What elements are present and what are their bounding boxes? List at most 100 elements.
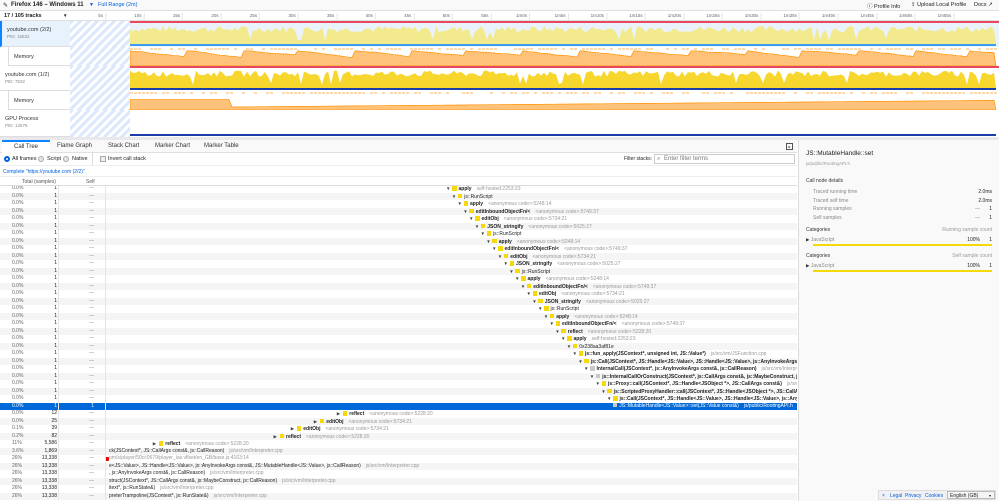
privacy-link[interactable]: Privacy bbox=[905, 493, 922, 499]
expanded-triangle-icon[interactable]: ▼ bbox=[601, 388, 606, 394]
table-row[interactable]: 0.0%1—▼JSON_stringify<anonymous code>:50… bbox=[0, 260, 797, 268]
call-node[interactable]: om/s/player/50cc0679/player_ias.vflset/e… bbox=[109, 455, 254, 463]
track-count-button[interactable]: 17 / 105 tracks bbox=[4, 13, 42, 19]
language-select[interactable]: English (GB) ▾ bbox=[947, 491, 995, 499]
call-node[interactable]: ▼js::RunScript bbox=[452, 193, 498, 201]
table-row[interactable]: 0.0%1—▼0x238aa3af81e bbox=[0, 342, 797, 351]
expanded-triangle-icon[interactable]: ▼ bbox=[607, 396, 612, 401]
expanded-triangle-icon[interactable]: ▼ bbox=[509, 268, 514, 274]
table-row[interactable]: 0.0%1—▼js::fun_apply(JSContext*, unsigne… bbox=[0, 350, 797, 358]
docs-link[interactable]: Docs ↗ bbox=[974, 2, 993, 8]
track-graph-cpu[interactable] bbox=[130, 21, 999, 47]
expanded-triangle-icon[interactable]: ▼ bbox=[555, 328, 560, 334]
track-menu-chevron-icon[interactable]: ▼ bbox=[63, 13, 68, 18]
call-node[interactable]: ▼JSON_stringify<anonymous code>:5025:27 bbox=[532, 298, 649, 306]
call-node[interactable]: ▼InternalCall(JSContext*, js::AnyInvokeA… bbox=[584, 365, 797, 373]
expanded-triangle-icon[interactable]: ▼ bbox=[566, 343, 572, 349]
call-node[interactable]: ▶reflect<anonymous code>:5228:20 bbox=[337, 410, 433, 418]
track-label-memory[interactable]: Memory bbox=[8, 91, 70, 110]
table-row[interactable]: 0.2%82—▶reflect<anonymous code>:5228:20 bbox=[0, 432, 797, 440]
expanded-triangle-icon[interactable]: ▼ bbox=[549, 321, 554, 326]
table-row[interactable]: 0.0%1—▼editObj<anonymous code>:5734:21 bbox=[0, 215, 797, 223]
call-node[interactable]: ▼editInboundObjectFn/<<anonymous code>:5… bbox=[550, 320, 685, 328]
table-row[interactable]: 0.0%12—▶reflect<anonymous code>:5228:20 bbox=[0, 410, 797, 418]
call-node[interactable]: ▼JSON_stringify<anonymous code>:5025:27 bbox=[475, 223, 592, 231]
expanded-triangle-icon[interactable]: ▼ bbox=[451, 193, 457, 199]
table-row[interactable]: 0.0%1—▼js::RunScript bbox=[0, 192, 797, 201]
expanded-triangle-icon[interactable]: ▼ bbox=[520, 283, 526, 289]
expanded-triangle-icon[interactable]: ▼ bbox=[486, 238, 491, 244]
table-row[interactable]: 0.0%1—▼js::RunScript bbox=[0, 305, 797, 313]
table-row[interactable]: 0.0%1—▼reflect<anonymous code>:5228:20 bbox=[0, 327, 797, 336]
table-row[interactable]: 0.0%1—▼apply<anonymous code>:5248:14 bbox=[0, 237, 797, 245]
track-graph-gpu[interactable] bbox=[130, 110, 999, 137]
table-row[interactable]: 0.0%1—▼editInboundObjectFn/<<anonymous c… bbox=[0, 320, 797, 328]
table-row[interactable]: 11%5,586—▶reflect<anonymous code>:5228:2… bbox=[0, 440, 797, 448]
expanded-triangle-icon[interactable]: ▼ bbox=[515, 276, 520, 281]
call-node[interactable]: ▼js::Call(JSContext*, JS::Handle<JS::Val… bbox=[578, 358, 797, 366]
table-row[interactable]: 0.0%1—▼js::Call(JSContext*, JS::Handle<J… bbox=[0, 357, 797, 366]
expanded-triangle-icon[interactable]: ▼ bbox=[538, 306, 543, 311]
collapsed-triangle-icon[interactable]: ▶ bbox=[152, 441, 157, 446]
call-node[interactable]: ▼editInboundObjectFn/<<anonymous code>:5… bbox=[463, 208, 599, 216]
table-row[interactable]: 0.0%1—▼editObj<anonymous code>:5734:21 bbox=[0, 290, 797, 298]
track-graph-memory[interactable] bbox=[130, 91, 999, 110]
call-node[interactable]: ▼js::RunScript bbox=[538, 305, 584, 313]
call-node[interactable]: ▼js::RunScript bbox=[481, 230, 527, 238]
call-node[interactable]: ▼0x238aa3af81e bbox=[567, 343, 619, 351]
table-row[interactable]: 0.0%1—▼apply<anonymous code>:5248:14 bbox=[0, 275, 797, 283]
script-radio[interactable] bbox=[38, 156, 44, 162]
call-node[interactable]: , js::AnyInvokeArgs const&, js::CallReas… bbox=[109, 470, 264, 478]
table-row[interactable]: 26%13,338—e<JS::Value>, JS::Handle<JS::V… bbox=[0, 462, 797, 470]
table-row[interactable]: 0.0%1—▼editObj<anonymous code>:5734:21 bbox=[0, 252, 797, 260]
call-node[interactable]: ▼apply<anonymous code>:5248:14 bbox=[458, 200, 551, 208]
expanded-triangle-icon[interactable]: ▼ bbox=[584, 366, 589, 371]
expanded-triangle-icon[interactable]: ▼ bbox=[578, 358, 583, 364]
collapsed-triangle-icon[interactable]: ▶ bbox=[313, 418, 318, 424]
call-node[interactable]: JS::MutableHandle<JS::Value>::set(JS::Va… bbox=[612, 402, 793, 411]
expanded-triangle-icon[interactable]: ▼ bbox=[526, 291, 531, 296]
tab-marker-chart[interactable]: Marker Chart bbox=[155, 143, 191, 149]
call-node[interactable]: ▶reflect<anonymous code>:5228:20 bbox=[153, 440, 249, 448]
collapsed-triangle-icon[interactable]: ▶ bbox=[806, 263, 810, 268]
track-graph-memory[interactable] bbox=[130, 47, 999, 66]
table-row[interactable]: 0.0%1—▼editInboundObjectFn/<<anonymous c… bbox=[0, 245, 797, 253]
expanded-triangle-icon[interactable]: ▼ bbox=[497, 253, 503, 259]
call-node[interactable]: ▼js::fun_apply(JSContext*, unsigned int,… bbox=[572, 350, 766, 358]
call-node[interactable]: ▼js::InternalCallOrConstruct(JSContext*,… bbox=[590, 373, 797, 381]
table-row[interactable]: 26%13,338—struct(JSContext*, JS::CallArg… bbox=[0, 477, 797, 486]
call-node[interactable]: ▼js::Call(JSContext*, JS::Handle<JS::Val… bbox=[607, 395, 797, 403]
expanded-triangle-icon[interactable]: ▼ bbox=[480, 231, 485, 236]
all-frames-radio[interactable] bbox=[4, 156, 10, 162]
upload-button[interactable]: ⇪ Upload Local Profile bbox=[911, 2, 966, 8]
timeline-splitter[interactable] bbox=[0, 137, 999, 140]
legal-link[interactable]: Legal bbox=[890, 493, 903, 499]
expanded-triangle-icon[interactable]: ▼ bbox=[572, 351, 577, 356]
collapsed-triangle-icon[interactable]: ▶ bbox=[273, 433, 277, 439]
expanded-triangle-icon[interactable]: ▼ bbox=[589, 373, 595, 379]
table-row[interactable]: 26%13,338—om/s/player/50cc0679/player_ia… bbox=[0, 455, 797, 463]
call-node[interactable]: ▼editObj<anonymous code>:5734:21 bbox=[527, 290, 625, 298]
call-node[interactable]: ▼reflect<anonymous code>:5228:20 bbox=[555, 328, 651, 336]
call-node[interactable]: ▼JSON_stringify<anonymous code>:5025:27 bbox=[504, 260, 621, 268]
call-node[interactable]: ▶editObj<anonymous code>:5734:21 bbox=[291, 425, 389, 433]
table-row[interactable]: 3.6%1,869—ck(JSContext*, JS::CallArgs co… bbox=[0, 447, 797, 455]
table-row[interactable]: 0.0%1—▼js::InternalCallOrConstruct(JSCon… bbox=[0, 372, 797, 381]
call-node[interactable]: struct(JSContext*, JS::CallArgs const&, … bbox=[109, 478, 335, 486]
sidebar-toggle-icon[interactable]: ▸ bbox=[786, 143, 793, 150]
call-node[interactable]: ▼editInboundObjectFn/<<anonymous code>:5… bbox=[521, 283, 656, 291]
track-graph-cpu[interactable] bbox=[130, 66, 999, 91]
expanded-triangle-icon[interactable]: ▼ bbox=[474, 223, 480, 229]
expanded-triangle-icon[interactable]: ▼ bbox=[469, 216, 474, 221]
native-radio[interactable] bbox=[63, 156, 69, 162]
expanded-triangle-icon[interactable]: ▼ bbox=[446, 186, 451, 191]
tab-stack-chart[interactable]: Stack Chart bbox=[108, 143, 140, 149]
